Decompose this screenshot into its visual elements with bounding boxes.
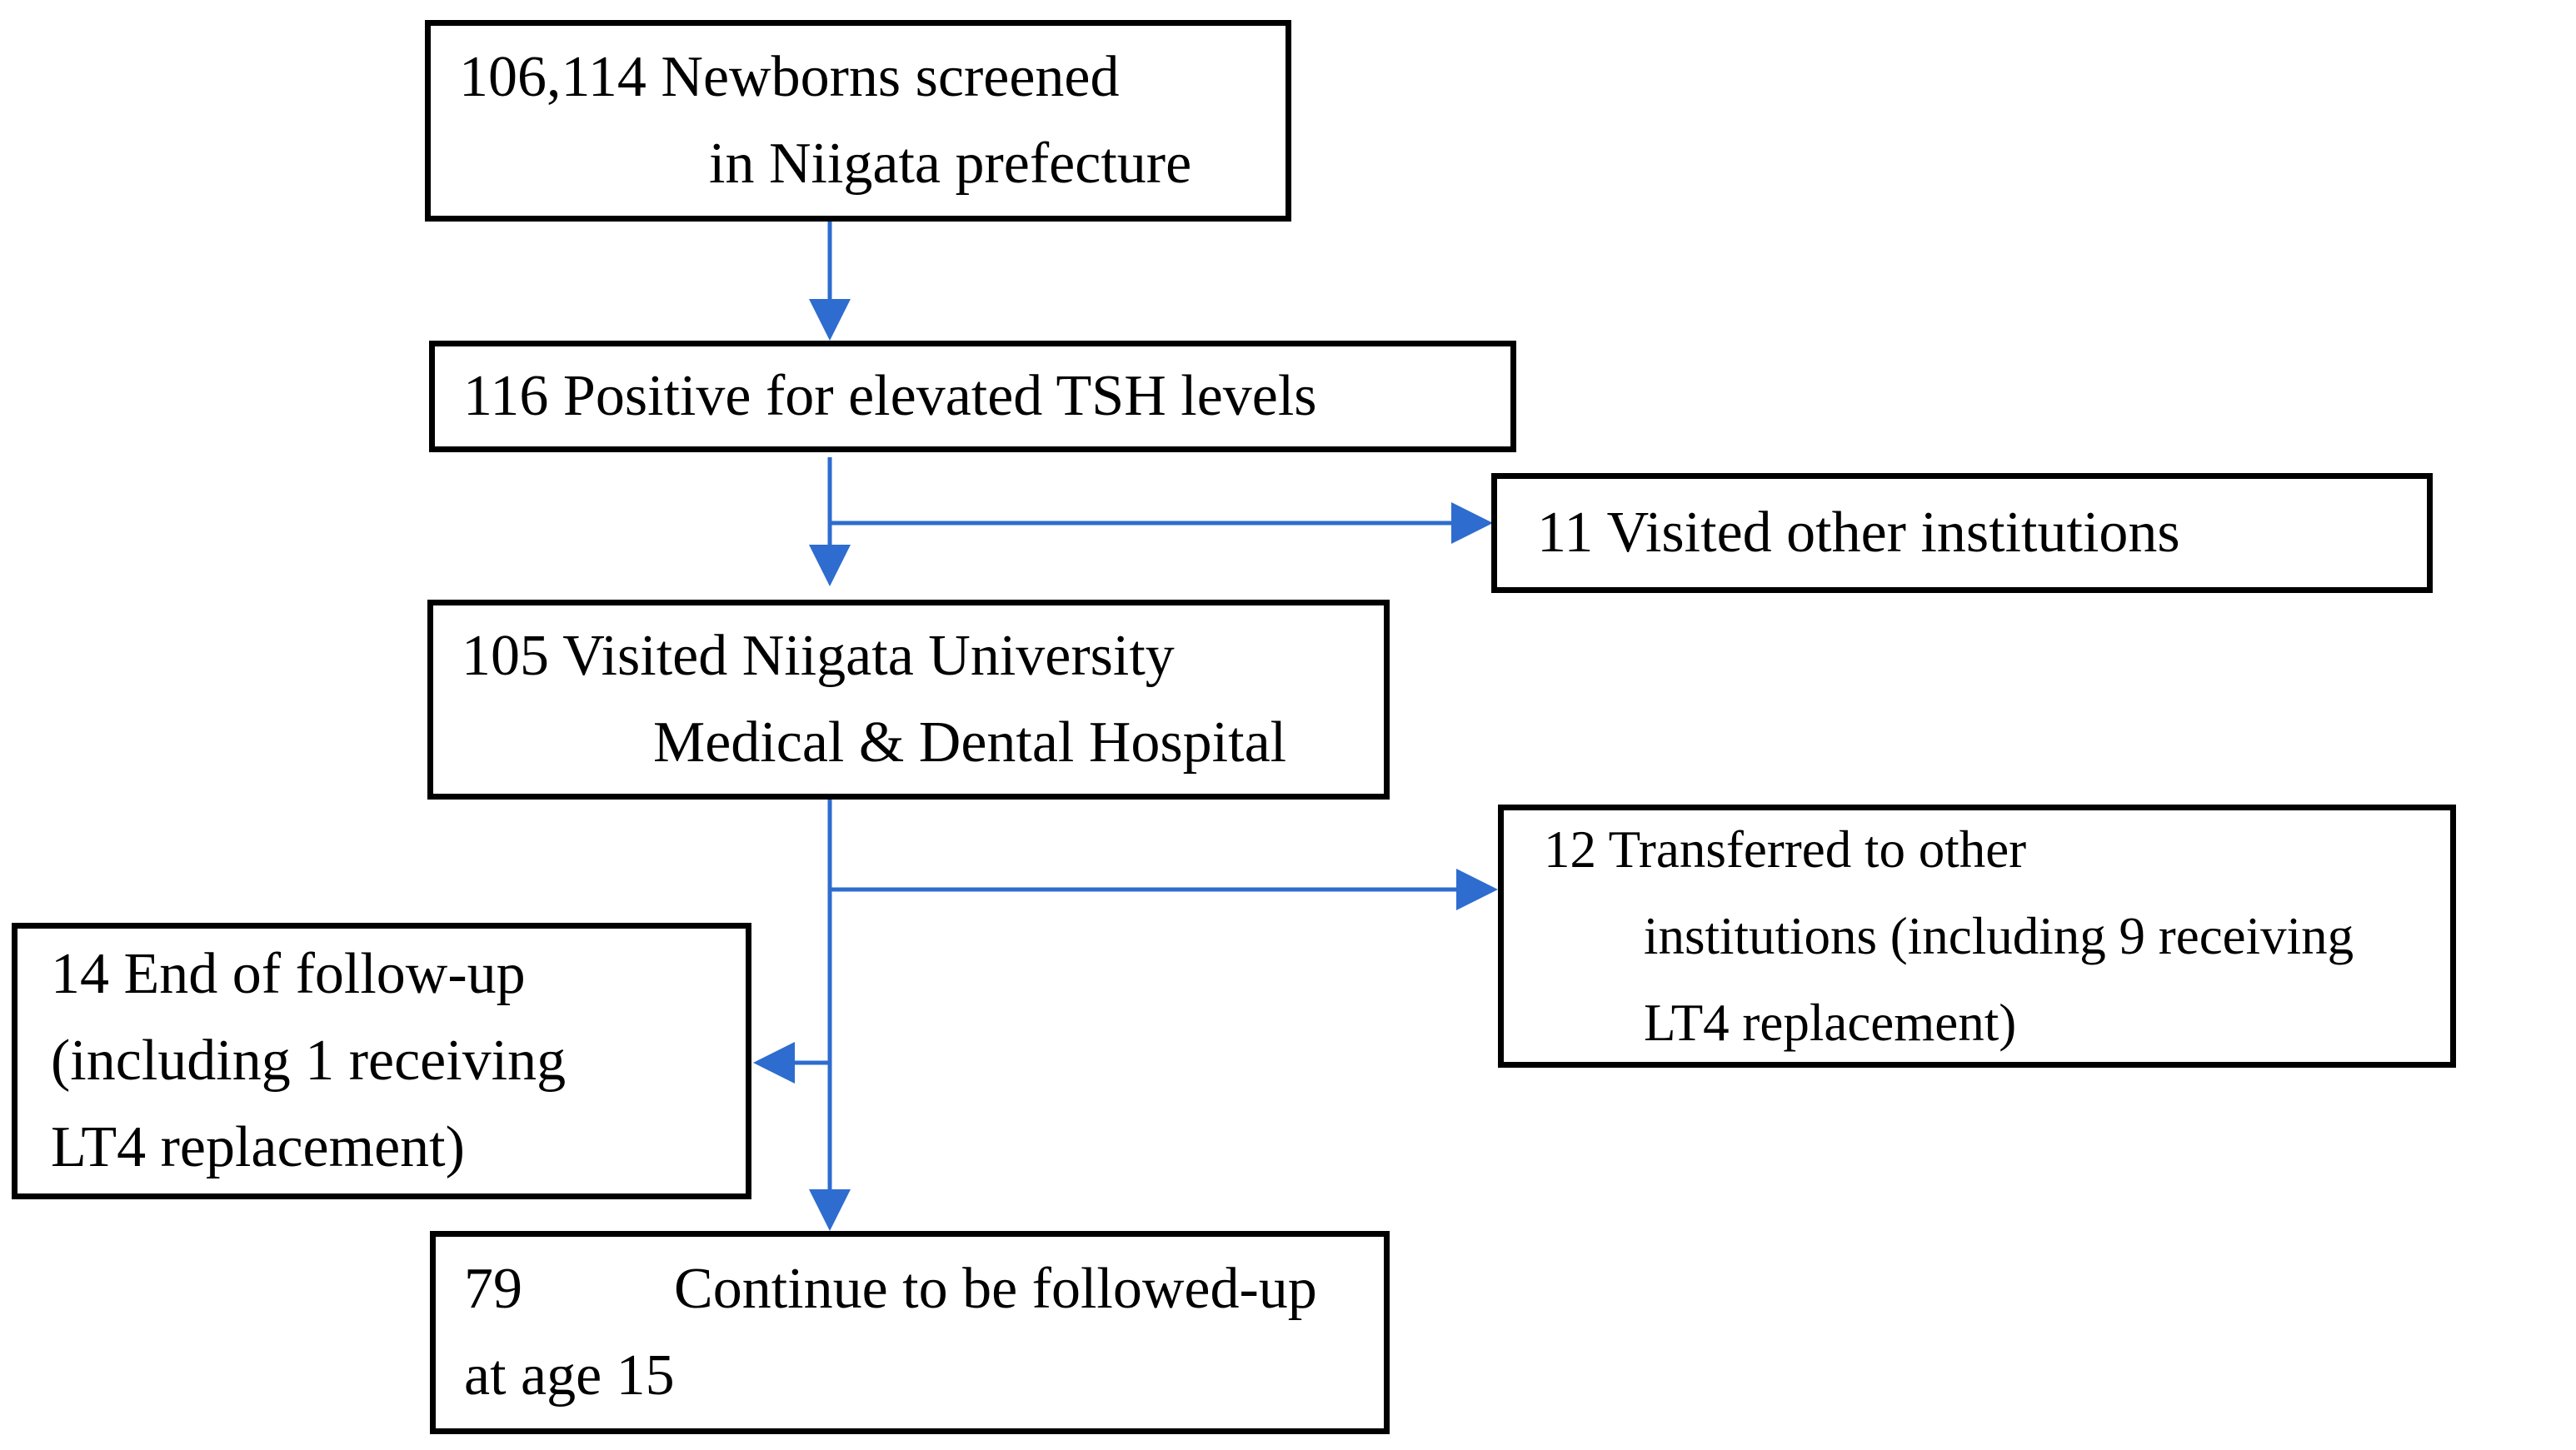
count-label: 79 <box>464 1257 522 1321</box>
box-text-line: LT4 replacement) <box>51 1115 465 1179</box>
flow-box-newborns-screened: 106,114 Newborns screened in Niigata pre… <box>425 20 1291 222</box>
box-text-line: LT4 replacement) <box>1644 994 2017 1052</box>
box-text-line: 106,114 Newborns screened <box>459 45 1120 109</box>
flow-box-transferred-other-institutions: 12 Transferred to other institutions (in… <box>1498 805 2456 1068</box>
flow-box-end-of-followup: 14 End of follow-up (including 1 receivi… <box>12 923 751 1199</box>
box-text-line: 105 Visited Niigata University <box>462 624 1175 688</box>
box-text-line: (including 1 receiving <box>51 1029 567 1093</box>
box-text-line: in Niigata prefecture <box>709 132 1192 196</box>
flow-box-continue-followup: 79 Continue to be followed-up at age 15 <box>430 1231 1390 1434</box>
box-text-line: 14 End of follow-up <box>51 942 526 1006</box>
box-text-line: 12 Transferred to other <box>1544 820 2027 879</box>
box-text-line: 79 Continue to be followed-up <box>436 1246 1384 1333</box>
box-text-line: 116 Positive for elevated TSH levels <box>463 364 1317 428</box>
box-text-segment: Continue to be followed-up <box>674 1257 1317 1321</box>
box-text-line: 11 Visited other institutions <box>1537 501 2180 565</box>
box-text-line: institutions (including 9 receiving <box>1644 907 2354 965</box>
flow-box-tsh-positive: 116 Positive for elevated TSH levels <box>429 341 1516 452</box>
flow-box-visited-niigata-hospital: 105 Visited Niigata University Medical &… <box>427 600 1390 800</box>
flow-box-visited-other-institutions: 11 Visited other institutions <box>1491 473 2433 593</box>
box-text-line: Medical & Dental Hospital <box>653 710 1287 775</box>
box-text-line: at age 15 <box>464 1343 675 1408</box>
